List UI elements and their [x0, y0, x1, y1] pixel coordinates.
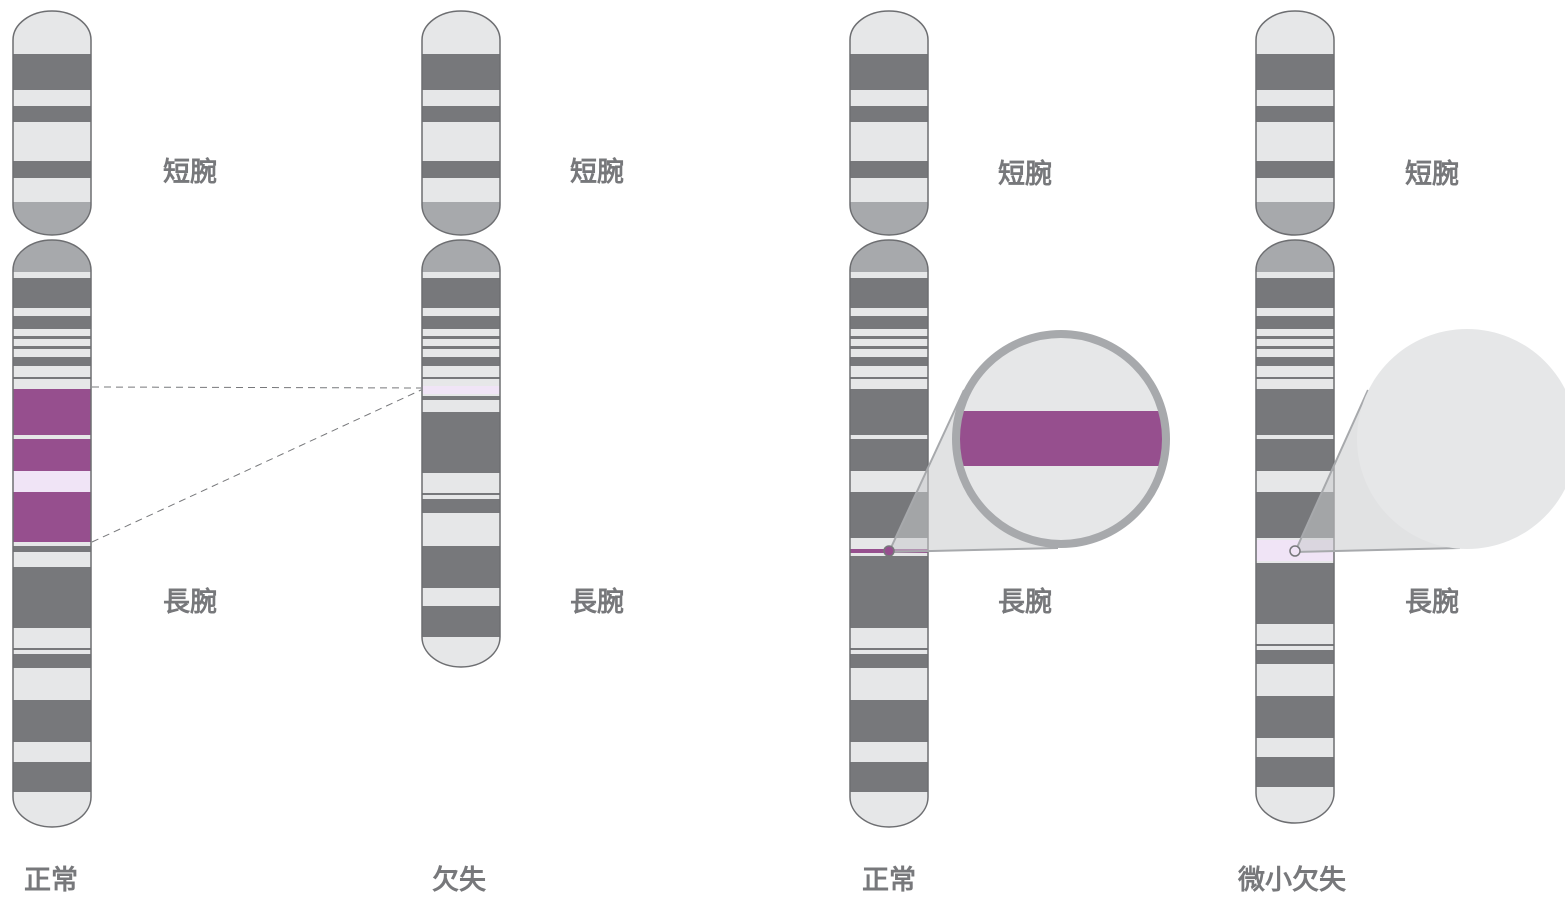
long-arm-label: 長腕 [570, 587, 624, 618]
long-arm-1 [13, 240, 91, 827]
short-arm-label: 短腕 [570, 157, 624, 188]
magnified-band [958, 411, 1164, 466]
deletion-breakpoint [422, 386, 500, 394]
normal-chromosome-2 [849, 10, 1170, 828]
normal-chromosome-1 [12, 10, 92, 828]
long-arm-2 [422, 240, 500, 667]
long-arm-label: 長腕 [1405, 587, 1459, 618]
short-arm-2 [422, 11, 500, 235]
short-arm-3 [850, 11, 928, 235]
magnify-point [1289, 545, 1301, 557]
long-arm-label: 長腕 [163, 587, 217, 618]
long-arm-label: 長腕 [998, 587, 1052, 618]
short-arm-label: 短腕 [1405, 159, 1459, 190]
short-arm-label: 短腕 [163, 157, 217, 188]
caption-normal: 正常 [24, 865, 78, 896]
deleted-region-band [13, 492, 91, 542]
magnifier-lens-normal [952, 330, 1170, 548]
microdeletion-chromosome [1255, 10, 1565, 824]
short-arm-1 [13, 11, 91, 235]
caption-microdeletion: 微小欠失 [1238, 865, 1346, 896]
caption-normal: 正常 [862, 865, 916, 896]
short-arm-4 [1256, 11, 1334, 235]
deleted-region-band [13, 439, 91, 471]
long-arm-4 [1256, 240, 1334, 823]
deletion-connector-lines [91, 386, 422, 543]
magnifier-lens-empty [1357, 329, 1565, 549]
short-arm-label: 短腕 [998, 159, 1052, 190]
deletion-chromosome [421, 10, 501, 668]
deleted-region-band [13, 389, 91, 435]
magnify-point [883, 545, 895, 557]
caption-deletion: 欠失 [432, 865, 486, 896]
